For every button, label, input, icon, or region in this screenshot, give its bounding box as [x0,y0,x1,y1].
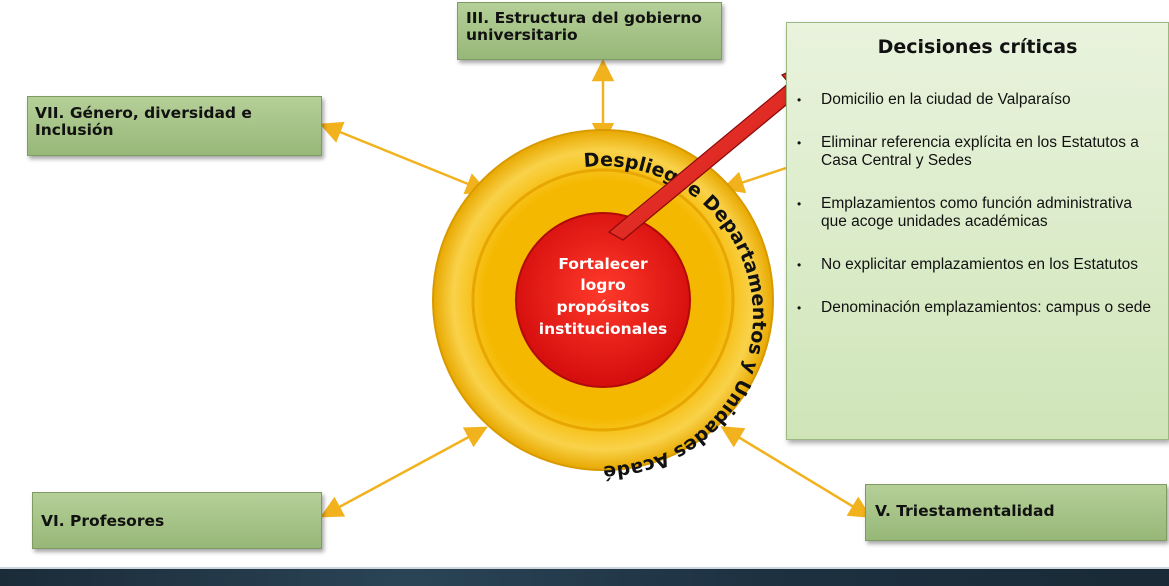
center-line-2: logro [580,276,625,294]
connectors [319,58,872,518]
decision-item: Denominación emplazamientos: campus o se… [795,299,1162,317]
center-circle [515,212,691,388]
inner-ring-edge [471,168,735,432]
center-line-3: propósitos [557,298,650,316]
connector-decisiones [721,166,787,194]
box-profesores: VI. Profesores [32,492,322,549]
decision-item: No explicitar emplazamientos en los Esta… [795,256,1162,274]
box-genero-diversidad: VII. Género, diversidad e Inclusión [27,96,322,156]
connector-triestamentalidad [720,426,872,518]
box-triestamentalidad: V. Triestamentalidad [865,484,1167,541]
center-line-1: Fortalecer [558,255,648,273]
decision-item: Emplazamientos como función administrati… [795,195,1162,231]
connector-profesores [320,426,488,518]
footer-divider [0,567,1169,569]
connector-genero [319,121,489,195]
decision-item: Eliminar referencia explícita en los Est… [795,134,1162,170]
box-estructura-gobierno: III. Estructura del gobierno universitar… [457,2,722,60]
decision-item: Domicilio en la ciudad de Valparaíso [795,91,1162,109]
footer-bar [0,569,1169,586]
decisiones-panel: Decisiones críticas Domicilio en la ciud… [786,22,1169,440]
center-line-4: institucionales [539,320,667,338]
decisiones-title: Decisiones críticas [877,36,1078,58]
decisiones-list: Domicilio en la ciudad de Valparaíso Eli… [795,91,1162,342]
